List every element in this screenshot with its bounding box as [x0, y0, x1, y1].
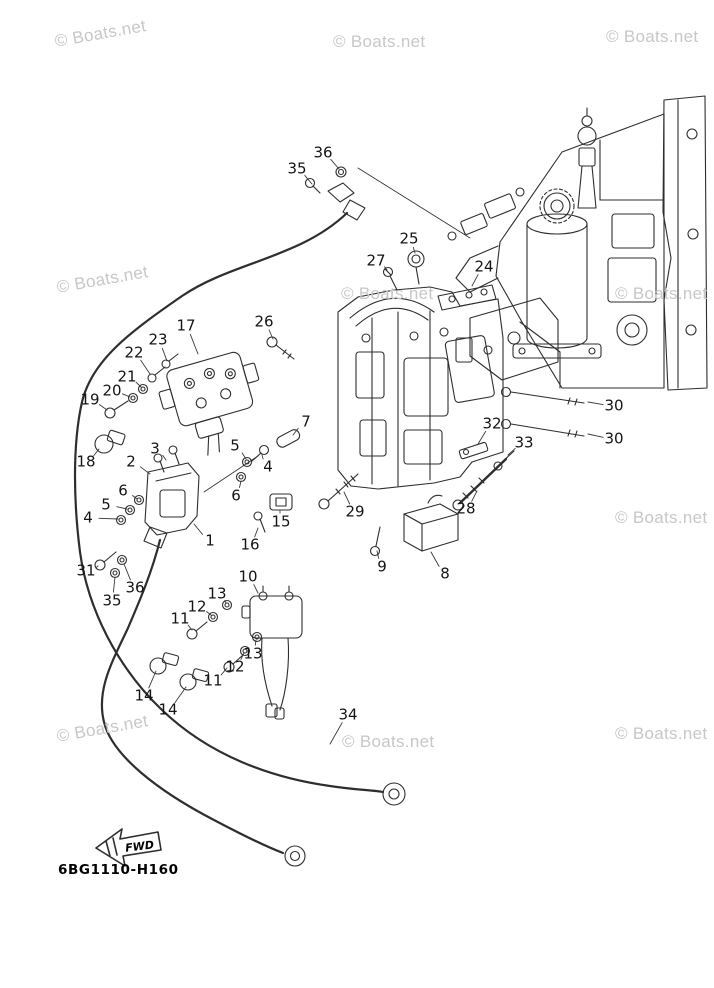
- top-terminal: [304, 166, 366, 221]
- diagram-code: 6BG1110-H160: [58, 862, 179, 878]
- fasteners-4-7: [203, 429, 301, 493]
- fasteners-19-23: [104, 353, 179, 419]
- cable-bracket-1: [115, 445, 200, 549]
- electrical-bracket: [337, 250, 504, 490]
- ring-terminals: [284, 782, 406, 867]
- battery-cables: [73, 211, 385, 855]
- clamp-18: [94, 429, 126, 454]
- engine-block: [357, 95, 708, 391]
- bolts-30: [500, 386, 585, 438]
- bolt-31-washers: [94, 551, 128, 579]
- fasteners-28-32-33: [452, 441, 515, 511]
- rectifier-assembly: [158, 351, 260, 456]
- leader-lines: [93, 158, 604, 745]
- relay-and-screws: [318, 473, 459, 557]
- clamp-15-screw-16: [253, 493, 293, 533]
- starter-relay-10: [241, 585, 303, 720]
- bolt-26: [266, 336, 295, 360]
- fasteners-11-14: [149, 599, 263, 691]
- fwd-label: FWD: [125, 838, 155, 854]
- fwd-arrow-icon: [95, 828, 162, 867]
